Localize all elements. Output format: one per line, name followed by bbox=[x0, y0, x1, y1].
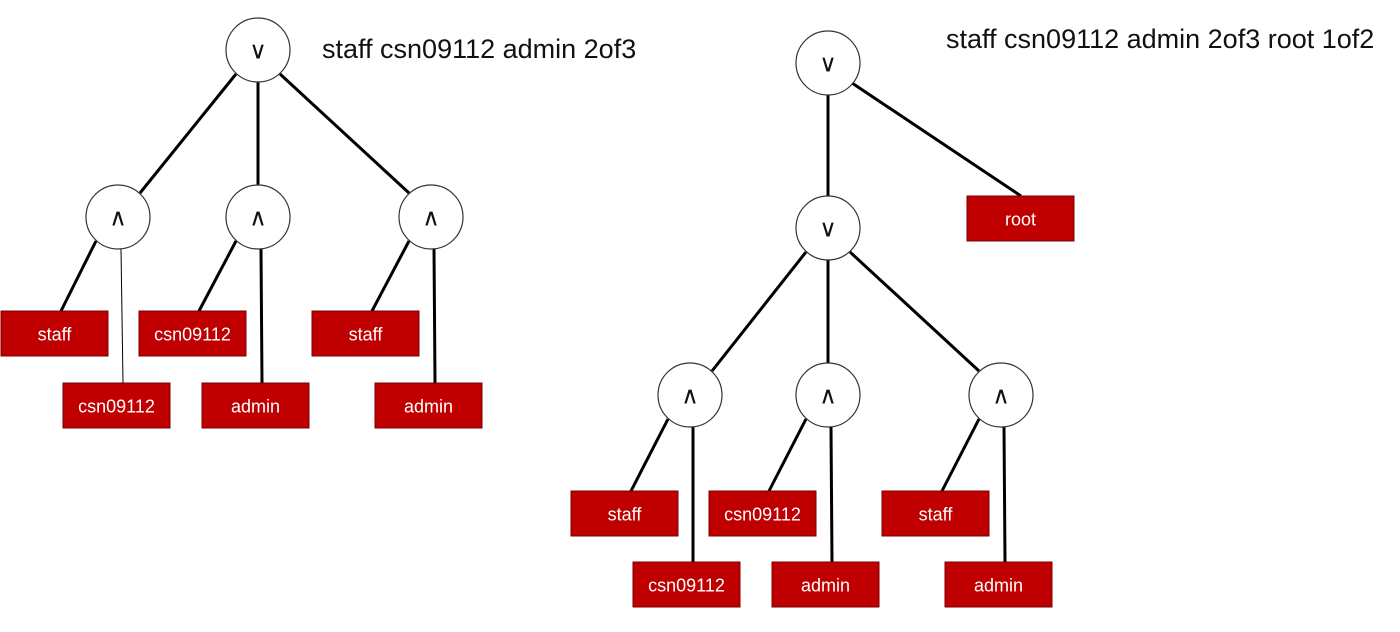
and-to-leaf-edge bbox=[1002, 426, 1007, 563]
leaf-label: csn09112 bbox=[78, 397, 155, 417]
operator-circle bbox=[85, 184, 151, 250]
operator-circle bbox=[795, 195, 861, 261]
or-to-and-edge bbox=[710, 251, 808, 372]
operator-circle bbox=[225, 17, 291, 83]
right-tree-caption: staff csn09112 admin 2of3 root 1of2 bbox=[946, 24, 1375, 54]
leaf-box bbox=[944, 561, 1053, 608]
operator-symbol: ∨ bbox=[819, 216, 837, 243]
leaf-box bbox=[966, 195, 1075, 242]
or-node-root: ∨ bbox=[225, 17, 291, 83]
or-to-and-edge bbox=[138, 73, 238, 194]
operator-symbol: ∧ bbox=[109, 205, 127, 232]
or-to-root-leaf-edge bbox=[851, 81, 1022, 198]
operator-symbol: ∧ bbox=[249, 205, 267, 232]
or-to-and-edge bbox=[848, 250, 981, 373]
operator-circle bbox=[657, 362, 723, 428]
and-to-leaf-edge bbox=[370, 240, 411, 312]
leaf-box bbox=[708, 490, 817, 537]
leaf-box bbox=[62, 382, 171, 429]
or-node-root: ∨ bbox=[795, 30, 861, 96]
leaf-box bbox=[138, 310, 247, 357]
or-to-and-edge bbox=[278, 72, 411, 195]
leaf-staff: staff bbox=[881, 490, 990, 537]
leaf-box bbox=[881, 490, 990, 537]
and-to-leaf-edge bbox=[767, 418, 808, 492]
operator-circle bbox=[968, 362, 1034, 428]
and-node: ∧ bbox=[968, 362, 1034, 428]
leaf-root: root bbox=[966, 195, 1075, 242]
leaf-label: staff bbox=[608, 505, 643, 525]
operator-circle bbox=[398, 184, 464, 250]
and-node: ∧ bbox=[795, 362, 861, 428]
and-to-leaf-edge bbox=[829, 426, 834, 563]
or-node-inner: ∨ bbox=[795, 195, 861, 261]
operator-symbol: ∧ bbox=[422, 205, 440, 232]
leaf-csn09112: csn09112 bbox=[708, 490, 817, 537]
and-to-leaf-edge bbox=[629, 418, 670, 492]
leaf-box bbox=[311, 310, 420, 357]
operator-circle bbox=[795, 362, 861, 428]
operator-circle bbox=[225, 184, 291, 250]
and-to-leaf-edge bbox=[432, 248, 437, 384]
and-node: ∧ bbox=[225, 184, 291, 250]
operator-symbol: ∨ bbox=[819, 51, 837, 78]
leaf-label: staff bbox=[919, 505, 954, 525]
leaf-box bbox=[0, 310, 109, 357]
operator-symbol: ∧ bbox=[992, 383, 1010, 410]
leaf-box bbox=[771, 561, 880, 608]
leaf-label: admin bbox=[974, 576, 1023, 596]
leaf-staff: staff bbox=[570, 490, 679, 537]
leaf-csn09112: csn09112 bbox=[138, 310, 247, 357]
operator-symbol: ∨ bbox=[249, 38, 267, 65]
leaf-label: csn09112 bbox=[648, 576, 725, 596]
leaf-label: admin bbox=[231, 397, 280, 417]
leaf-admin: admin bbox=[771, 561, 880, 608]
leaf-box bbox=[570, 490, 679, 537]
operator-circle bbox=[795, 30, 861, 96]
operator-symbol: ∧ bbox=[681, 383, 699, 410]
leaf-label: admin bbox=[801, 576, 850, 596]
leaf-box bbox=[632, 561, 741, 608]
and-to-leaf-edge bbox=[940, 418, 981, 492]
leaf-admin: admin bbox=[201, 382, 310, 429]
and-to-leaf-edge bbox=[197, 240, 238, 312]
and-node: ∧ bbox=[657, 362, 723, 428]
leaf-label: root bbox=[1005, 210, 1036, 230]
leaf-staff: staff bbox=[0, 310, 109, 357]
and-node: ∧ bbox=[398, 184, 464, 250]
leaf-label: csn09112 bbox=[154, 325, 231, 345]
leaf-label: admin bbox=[404, 397, 453, 417]
leaf-box bbox=[374, 382, 483, 429]
operator-symbol: ∧ bbox=[819, 383, 837, 410]
leaf-admin: admin bbox=[374, 382, 483, 429]
and-to-leaf-edge bbox=[259, 248, 264, 384]
left-tree-caption: staff csn09112 admin 2of3 bbox=[322, 34, 637, 64]
leaf-staff: staff bbox=[311, 310, 420, 357]
leaf-csn09112: csn09112 bbox=[62, 382, 171, 429]
and-to-leaf-edge bbox=[120, 248, 124, 384]
and-node: ∧ bbox=[85, 184, 151, 250]
leaf-box bbox=[201, 382, 310, 429]
leaf-admin: admin bbox=[944, 561, 1053, 608]
leaf-label: staff bbox=[38, 325, 73, 345]
leaf-csn09112: csn09112 bbox=[632, 561, 741, 608]
leaf-label: staff bbox=[349, 325, 384, 345]
leaf-label: csn09112 bbox=[724, 505, 801, 525]
and-to-leaf-edge bbox=[59, 240, 98, 312]
